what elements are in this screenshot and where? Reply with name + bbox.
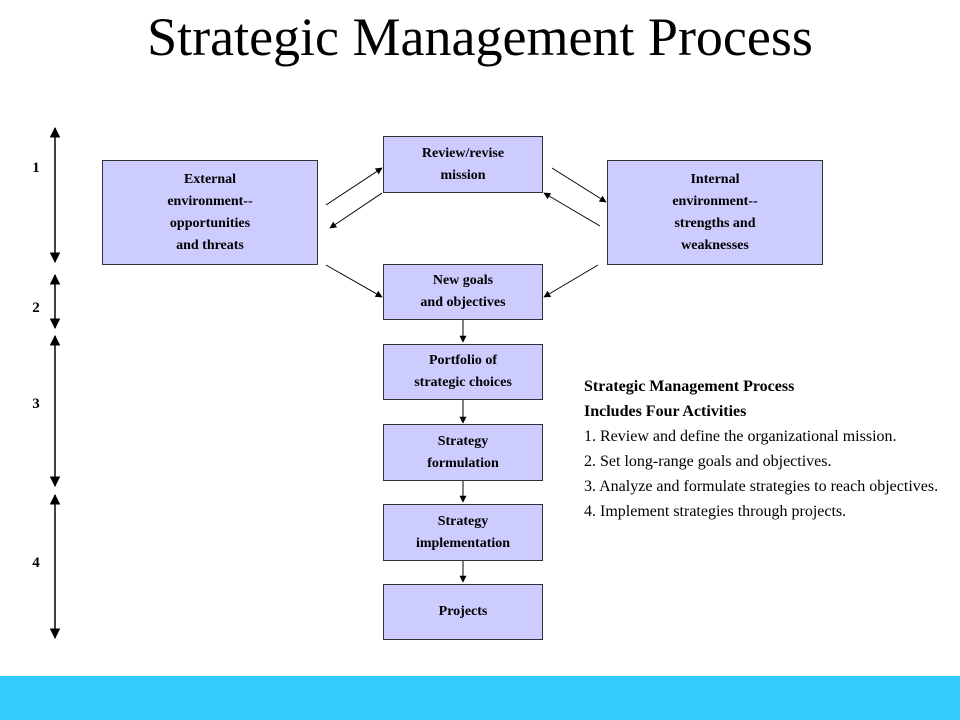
stage-label-1: 1	[32, 160, 40, 176]
arrow-internal-to-goals	[543, 264, 599, 298]
notes-heading-line-1: Strategic Management Process	[584, 378, 795, 395]
projects-box: Projects	[383, 584, 543, 640]
notes-item-3: 3. Analyze and formulate strategies to r…	[584, 478, 939, 495]
stage-label-3: 3	[32, 396, 40, 412]
activities-notes: Strategic Management Process Includes Fo…	[584, 374, 954, 524]
review-mission-box: Review/revise mission	[383, 136, 543, 193]
stage-label-4: 4	[32, 555, 40, 571]
goals-objectives-box: New goals and objectives	[383, 264, 543, 320]
notes-item-2: 2. Set long-range goals and objectives.	[584, 453, 832, 470]
strategy-implementation-box: Strategy implementation	[383, 504, 543, 561]
arrow-external-to-goals	[325, 264, 383, 298]
arrow-internal-to-review	[543, 192, 601, 227]
notes-item-4: 4. Implement strategies through projects…	[584, 503, 847, 520]
page-title: Strategic Management Process	[147, 7, 813, 67]
internal-environment-box: Internal environment-- strengths and wea…	[607, 160, 823, 265]
stage-label-2: 2	[32, 300, 40, 316]
strategy-formulation-box: Strategy formulation	[383, 424, 543, 481]
arrow-review-to-external	[329, 192, 383, 229]
notes-heading-line-2: Includes Four Activities	[584, 403, 747, 420]
portfolio-choices-box: Portfolio of strategic choices	[383, 344, 543, 400]
external-environment-box: External environment-- opportunities and…	[102, 160, 318, 265]
arrow-review-to-internal	[551, 167, 607, 203]
footer-bar	[0, 676, 960, 720]
notes-item-1: 1. Review and define the organizational …	[584, 428, 897, 445]
arrow-external-to-review	[325, 167, 383, 206]
